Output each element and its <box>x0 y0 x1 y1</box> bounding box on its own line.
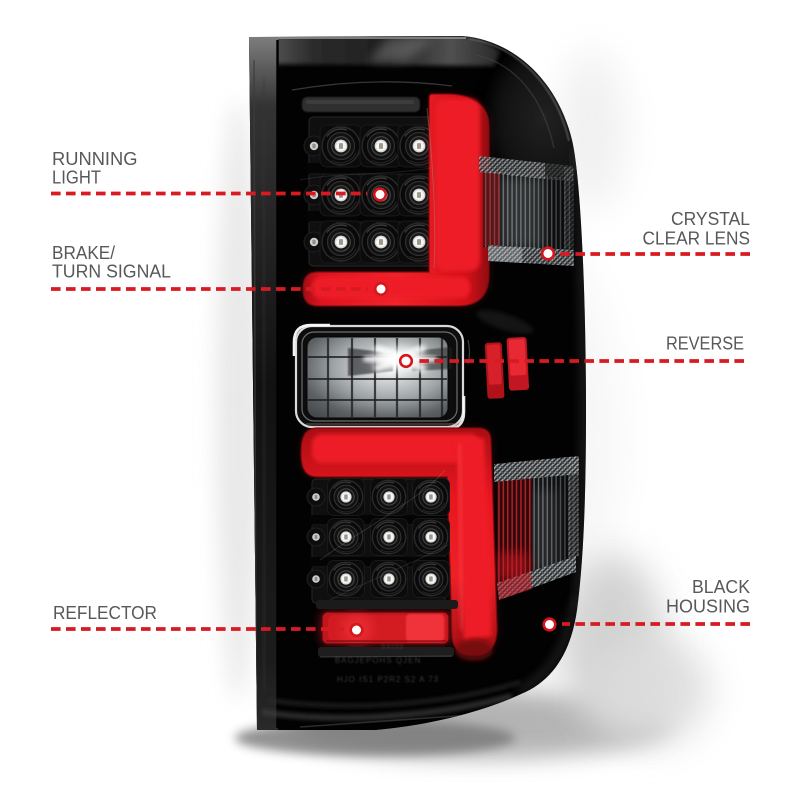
svg-text:SXI33: SXI33 <box>381 642 404 651</box>
svg-text:BAGJEPOHS QJEN: BAGJEPOHS QJEN <box>335 656 421 665</box>
svg-text:CLEAR LENS: CLEAR LENS <box>643 227 751 248</box>
svg-text:REVERSE: REVERSE <box>666 332 744 353</box>
svg-text:HOUSING: HOUSING <box>666 595 750 616</box>
svg-text:LIGHT: LIGHT <box>52 167 101 188</box>
svg-text:RUNNING: RUNNING <box>52 148 138 169</box>
svg-text:BLACK: BLACK <box>692 576 751 597</box>
svg-text:BRAKE/: BRAKE/ <box>52 242 116 263</box>
svg-text:HJO IS1 P2R2 S2 A 73: HJO IS1 P2R2 S2 A 73 <box>337 675 439 684</box>
svg-text:CRYSTAL: CRYSTAL <box>671 208 750 229</box>
svg-text:TURN SIGNAL: TURN SIGNAL <box>52 261 171 282</box>
svg-text:REFLECTOR: REFLECTOR <box>53 602 157 623</box>
